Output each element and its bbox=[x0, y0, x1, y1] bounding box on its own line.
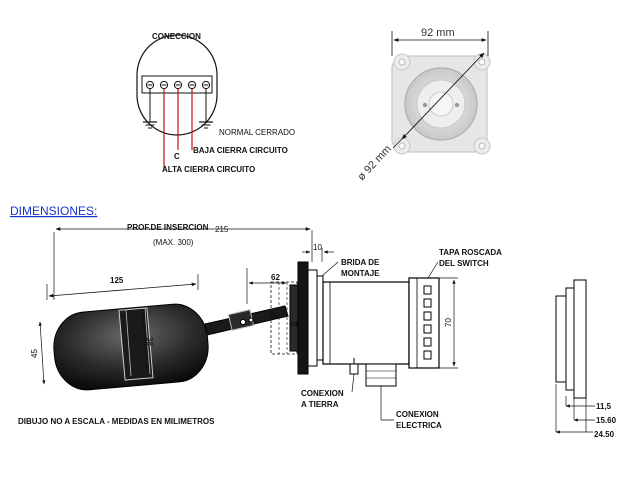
dim-125: 125 bbox=[110, 276, 124, 285]
scale-note: DIBUJO NO A ESCALA - MEDIDAS EN MILIMETR… bbox=[18, 417, 215, 426]
dim-10: 10 bbox=[313, 243, 322, 252]
main-drawing: 215 PROF.DE INSERCION (MAX. 300) 125 38 … bbox=[18, 223, 502, 430]
dim-45: 45 bbox=[30, 349, 39, 358]
dim-215: 215 bbox=[215, 225, 229, 234]
side-dim-1: 11,5 bbox=[596, 402, 612, 411]
label-del-switch: DEL SWITCH bbox=[439, 259, 489, 268]
label-brida: BRIDA DE bbox=[341, 258, 380, 267]
top-view-photo: 92 mm ø 92 mm bbox=[355, 27, 491, 183]
dim-45-line bbox=[38, 321, 46, 385]
dim-64: 64 bbox=[289, 320, 298, 329]
label-normal-cerrado: NORMAL CERRADO bbox=[219, 128, 295, 137]
dim-62: 62 bbox=[271, 273, 280, 282]
label-conexion-tierra-2: A TIERRA bbox=[301, 400, 339, 409]
label-conexion-elec-1: CONEXION bbox=[396, 410, 439, 419]
terminal-screws bbox=[145, 80, 211, 90]
float-rod bbox=[204, 305, 289, 336]
float-ball bbox=[53, 303, 209, 391]
label-conexion-elec-2: ELECTRICA bbox=[396, 421, 442, 430]
side-view: 11,5 15.60 24.50 bbox=[555, 279, 617, 439]
dim-38-line bbox=[141, 311, 149, 371]
dim-56: 56 bbox=[270, 311, 279, 320]
side-dim-2: 15.60 bbox=[596, 416, 617, 425]
label-c: C bbox=[174, 152, 180, 161]
dim-38: 38 bbox=[145, 337, 154, 346]
width-label: 92 mm bbox=[421, 27, 455, 39]
side-dim-3: 24.50 bbox=[594, 430, 615, 439]
connection-diagram: CONECCION NORMAL CERRADO BAJA CIERRA CIR… bbox=[136, 32, 295, 174]
heading-dimensiones: DIMENSIONES: bbox=[10, 204, 97, 218]
diagonal-label: ø 92 mm bbox=[355, 143, 393, 183]
connection-title: CONECCION bbox=[152, 32, 201, 41]
housing-outline bbox=[136, 34, 218, 76]
label-conexion-tierra-1: CONEXION bbox=[301, 389, 344, 398]
label-insercion-max: (MAX. 300) bbox=[153, 238, 194, 247]
label-montaje: MONTAJE bbox=[341, 269, 380, 278]
diagonal-dimension-line bbox=[401, 52, 485, 140]
label-insercion: PROF.DE INSERCION bbox=[127, 223, 209, 232]
label-baja: BAJA CIERRA CIRCUITO bbox=[193, 146, 288, 155]
threaded-cap bbox=[408, 277, 440, 369]
label-alta: ALTA CIERRA CIRCUITO bbox=[162, 165, 255, 174]
dim-125-line bbox=[48, 282, 197, 298]
connectors bbox=[349, 363, 397, 387]
dim-70: 70 bbox=[444, 318, 453, 327]
label-tapa: TAPA ROSCADA bbox=[439, 248, 502, 257]
switch-body bbox=[322, 281, 410, 365]
mounting-flange bbox=[297, 261, 324, 375]
